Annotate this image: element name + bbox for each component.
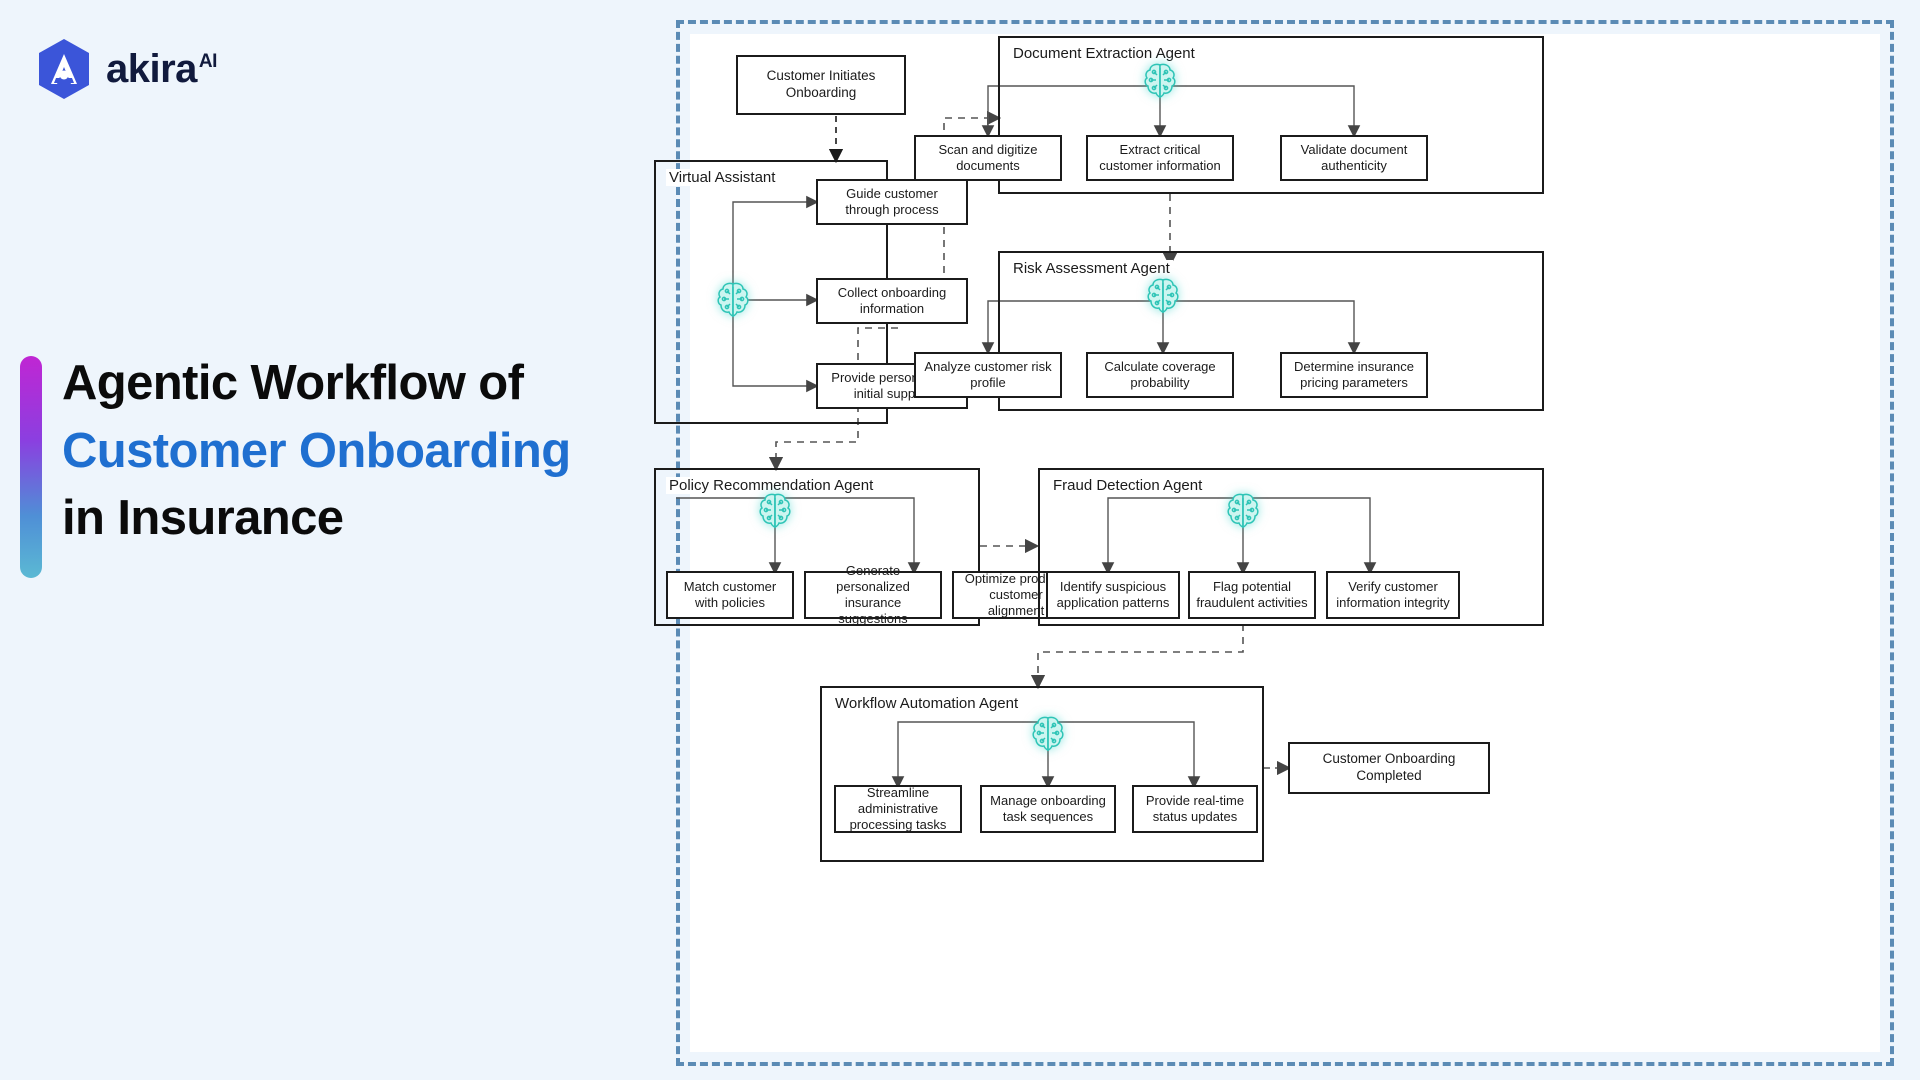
group-document-extraction-agent-label: Document Extraction Agent xyxy=(1010,45,1198,62)
node-va-task-1[interactable]: Guide customer through process xyxy=(816,179,968,225)
title-accent-bar xyxy=(20,356,42,578)
node-fd-task-1[interactable]: Identify suspicious application patterns xyxy=(1046,571,1180,619)
node-start-label: Customer Initiates Onboarding xyxy=(766,68,876,100)
node-fd-task-3-label: Verify customer information integrity xyxy=(1336,578,1450,610)
node-fd-task-2[interactable]: Flag potential fraudulent activities xyxy=(1188,571,1316,619)
diagram-dashed-frame xyxy=(676,20,1894,1066)
akira-hexagon-logo-icon xyxy=(36,38,92,100)
brain-circuit-icon-policy-recommendation xyxy=(754,490,796,532)
title-line-1: Agentic Workflow of xyxy=(62,356,524,410)
group-workflow-automation-agent-label: Workflow Automation Agent xyxy=(832,695,1022,712)
brain-circuit-icon-virtual-assistant xyxy=(712,279,754,321)
node-end-label: Customer Onboarding Completed xyxy=(1322,751,1456,783)
diagram-canvas: Customer Initiates Onboarding Virtual As… xyxy=(654,20,1894,1066)
node-ra-task-2[interactable]: Calculate coverage probability xyxy=(1086,352,1234,398)
node-va-task-1-label: Guide customer through process xyxy=(845,185,939,217)
brain-circuit-icon-document-extraction xyxy=(1139,60,1181,102)
node-ra-task-2-label: Calculate coverage probability xyxy=(1104,358,1216,390)
node-pr-task-1-label: Match customer with policies xyxy=(683,578,777,610)
group-risk-assessment-agent-label: Risk Assessment Agent xyxy=(1010,260,1173,277)
page-title: Agentic Workflow of Customer Onboarding … xyxy=(20,350,702,578)
node-va-task-2-label: Collect onboarding information xyxy=(837,284,947,316)
node-ra-task-1-label: Analyze customer risk profile xyxy=(924,358,1052,390)
brain-circuit-icon-risk-assessment xyxy=(1142,275,1184,317)
node-de-task-3[interactable]: Validate document authenticity xyxy=(1280,135,1428,181)
node-wa-task-3-label: Provide real-time status updates xyxy=(1145,792,1245,824)
node-ra-task-3-label: Determine insurance pricing parameters xyxy=(1294,358,1414,390)
node-fd-task-1-label: Identify suspicious application patterns xyxy=(1056,578,1170,610)
brand-word: akira xyxy=(106,46,197,91)
node-de-task-3-label: Validate document authenticity xyxy=(1300,141,1408,173)
group-workflow-automation-agent[interactable]: Workflow Automation Agent xyxy=(820,686,1264,862)
node-de-task-1-label: Scan and digitize documents xyxy=(938,141,1038,173)
node-wa-task-2[interactable]: Manage onboarding task sequences xyxy=(980,785,1116,833)
brain-circuit-icon-fraud-detection xyxy=(1222,490,1264,532)
title-line-3: in Insurance xyxy=(62,491,344,546)
group-document-extraction-agent[interactable]: Document Extraction Agent xyxy=(998,36,1544,194)
node-end[interactable]: Customer Onboarding Completed xyxy=(1288,742,1490,794)
brain-circuit-icon-workflow-automation xyxy=(1027,713,1069,755)
node-pr-task-2-label: Generate personalized insurance suggesti… xyxy=(836,562,910,627)
node-ra-task-3[interactable]: Determine insurance pricing parameters xyxy=(1280,352,1428,398)
node-fd-task-2-label: Flag potential fraudulent activities xyxy=(1196,578,1308,610)
node-de-task-1[interactable]: Scan and digitize documents xyxy=(914,135,1062,181)
node-wa-task-3[interactable]: Provide real-time status updates xyxy=(1132,785,1258,833)
node-pr-task-2[interactable]: Generate personalized insurance suggesti… xyxy=(804,563,942,626)
group-policy-recommendation-agent[interactable]: Policy Recommendation Agent xyxy=(654,468,980,626)
group-policy-recommendation-agent-label: Policy Recommendation Agent xyxy=(666,477,877,494)
node-wa-task-1-label: Streamline administrative processing tas… xyxy=(849,784,947,833)
group-risk-assessment-agent[interactable]: Risk Assessment Agent xyxy=(998,251,1544,411)
node-va-task-2[interactable]: Collect onboarding information xyxy=(816,278,968,324)
title-line-2: Customer Onboarding xyxy=(62,423,571,478)
node-de-task-2[interactable]: Extract critical customer information xyxy=(1086,135,1234,181)
group-fraud-detection-agent-label: Fraud Detection Agent xyxy=(1050,477,1206,494)
node-de-task-2-label: Extract critical customer information xyxy=(1099,141,1221,173)
group-fraud-detection-agent[interactable]: Fraud Detection Agent xyxy=(1038,468,1544,626)
group-virtual-assistant-label: Virtual Assistant xyxy=(666,169,779,186)
node-pr-task-1[interactable]: Match customer with policies xyxy=(666,571,794,619)
node-wa-task-1[interactable]: Streamline administrative processing tas… xyxy=(834,785,962,833)
node-fd-task-3[interactable]: Verify customer information integrity xyxy=(1326,571,1460,619)
node-ra-task-1[interactable]: Analyze customer risk profile xyxy=(914,352,1062,398)
brand-superscript: AI xyxy=(198,51,218,73)
node-pr-task-3-label: Optimize product-customer alignment xyxy=(964,570,1068,619)
node-wa-task-2-label: Manage onboarding task sequences xyxy=(990,792,1106,824)
node-start[interactable]: Customer Initiates Onboarding xyxy=(736,55,906,115)
